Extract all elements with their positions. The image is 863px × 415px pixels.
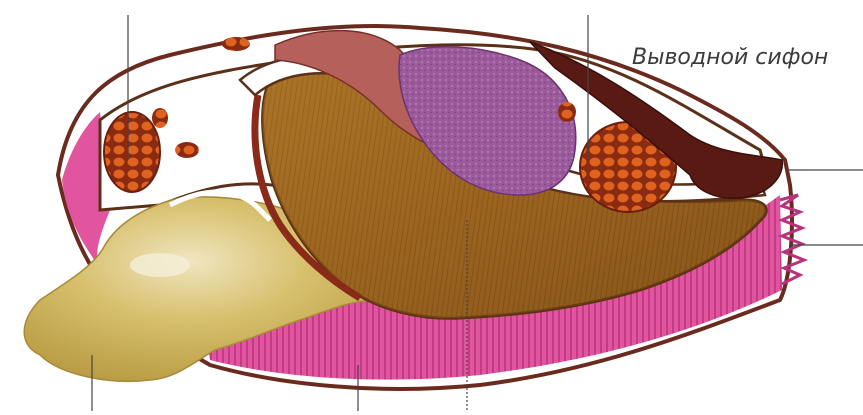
gonad-small-1 (152, 108, 168, 128)
foot-highlight (130, 253, 190, 277)
gonad-small-2 (175, 142, 199, 158)
gonad-small-4 (558, 102, 576, 122)
gonad-small-3 (222, 37, 250, 51)
gonad-left (104, 112, 160, 192)
exhalant-siphon-label: Выводной сифон (632, 45, 828, 70)
